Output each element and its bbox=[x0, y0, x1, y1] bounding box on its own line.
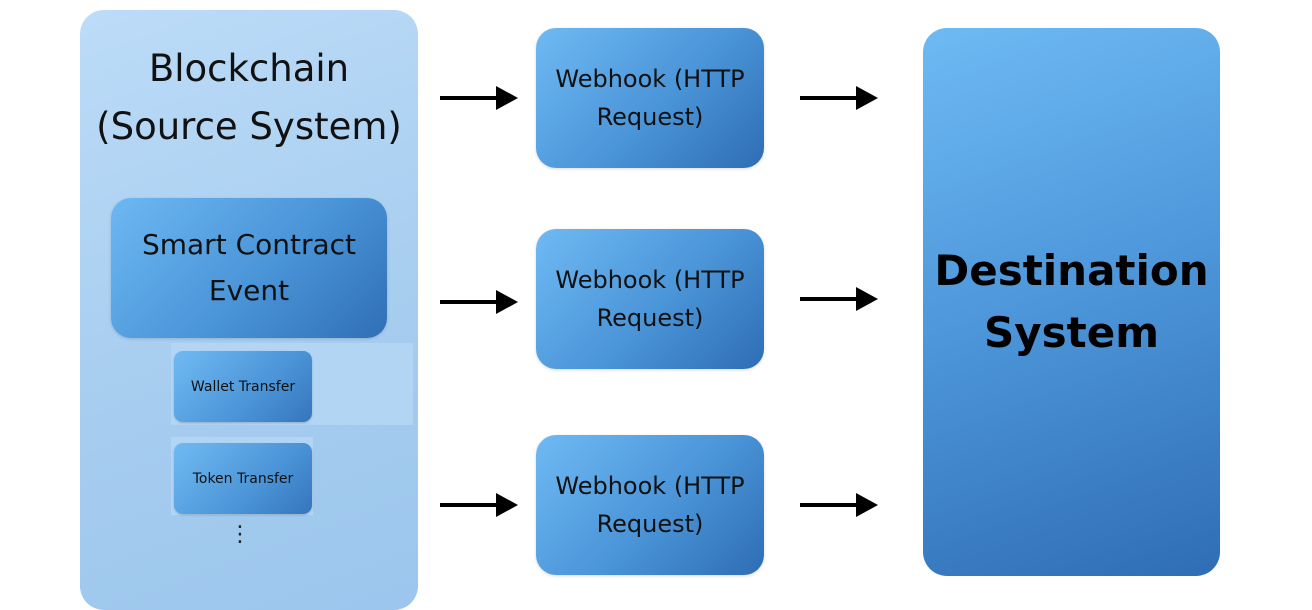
wallet-transfer-label: Wallet Transfer bbox=[190, 378, 296, 395]
destination-line2: System bbox=[984, 308, 1159, 357]
more-events-ellipsis: ⋮ bbox=[229, 522, 251, 547]
smart-contract-event-box: Smart Contract Event bbox=[111, 198, 387, 338]
token-transfer-label: Token Transfer bbox=[192, 470, 294, 487]
arrow-webhook-2-to-destination bbox=[800, 287, 878, 311]
webhook-1-line1: Webhook (HTTP bbox=[555, 65, 745, 93]
contract-line2: Event bbox=[208, 274, 290, 307]
webhook-2-line2: Request) bbox=[596, 304, 704, 332]
webhook-box-2: Webhook (HTTP Request) bbox=[536, 229, 764, 369]
arrow-webhook-3-to-destination bbox=[800, 493, 878, 517]
contract-line1: Smart Contract bbox=[141, 228, 357, 261]
source-title-line1: Blockchain bbox=[148, 47, 350, 90]
destination-system-box: Destination System bbox=[923, 28, 1220, 576]
arrow-source-to-webhook-3 bbox=[440, 493, 518, 517]
source-system-title: Blockchain (Source System) bbox=[80, 40, 418, 156]
webhook-box-1: Webhook (HTTP Request) bbox=[536, 28, 764, 168]
arrow-source-to-webhook-2 bbox=[440, 290, 518, 314]
webhook-3-line2: Request) bbox=[596, 510, 704, 538]
source-title-line2: (Source System) bbox=[96, 105, 402, 148]
webhook-3-line1: Webhook (HTTP bbox=[555, 472, 745, 500]
arrow-webhook-1-to-destination bbox=[800, 86, 878, 110]
arrow-source-to-webhook-1 bbox=[440, 86, 518, 110]
destination-line1: Destination bbox=[934, 246, 1209, 295]
webhook-2-line1: Webhook (HTTP bbox=[555, 266, 745, 294]
webhook-1-line2: Request) bbox=[596, 103, 704, 131]
webhook-box-3: Webhook (HTTP Request) bbox=[536, 435, 764, 575]
token-transfer-card: Token Transfer bbox=[174, 443, 312, 514]
wallet-transfer-card: Wallet Transfer bbox=[174, 351, 312, 422]
